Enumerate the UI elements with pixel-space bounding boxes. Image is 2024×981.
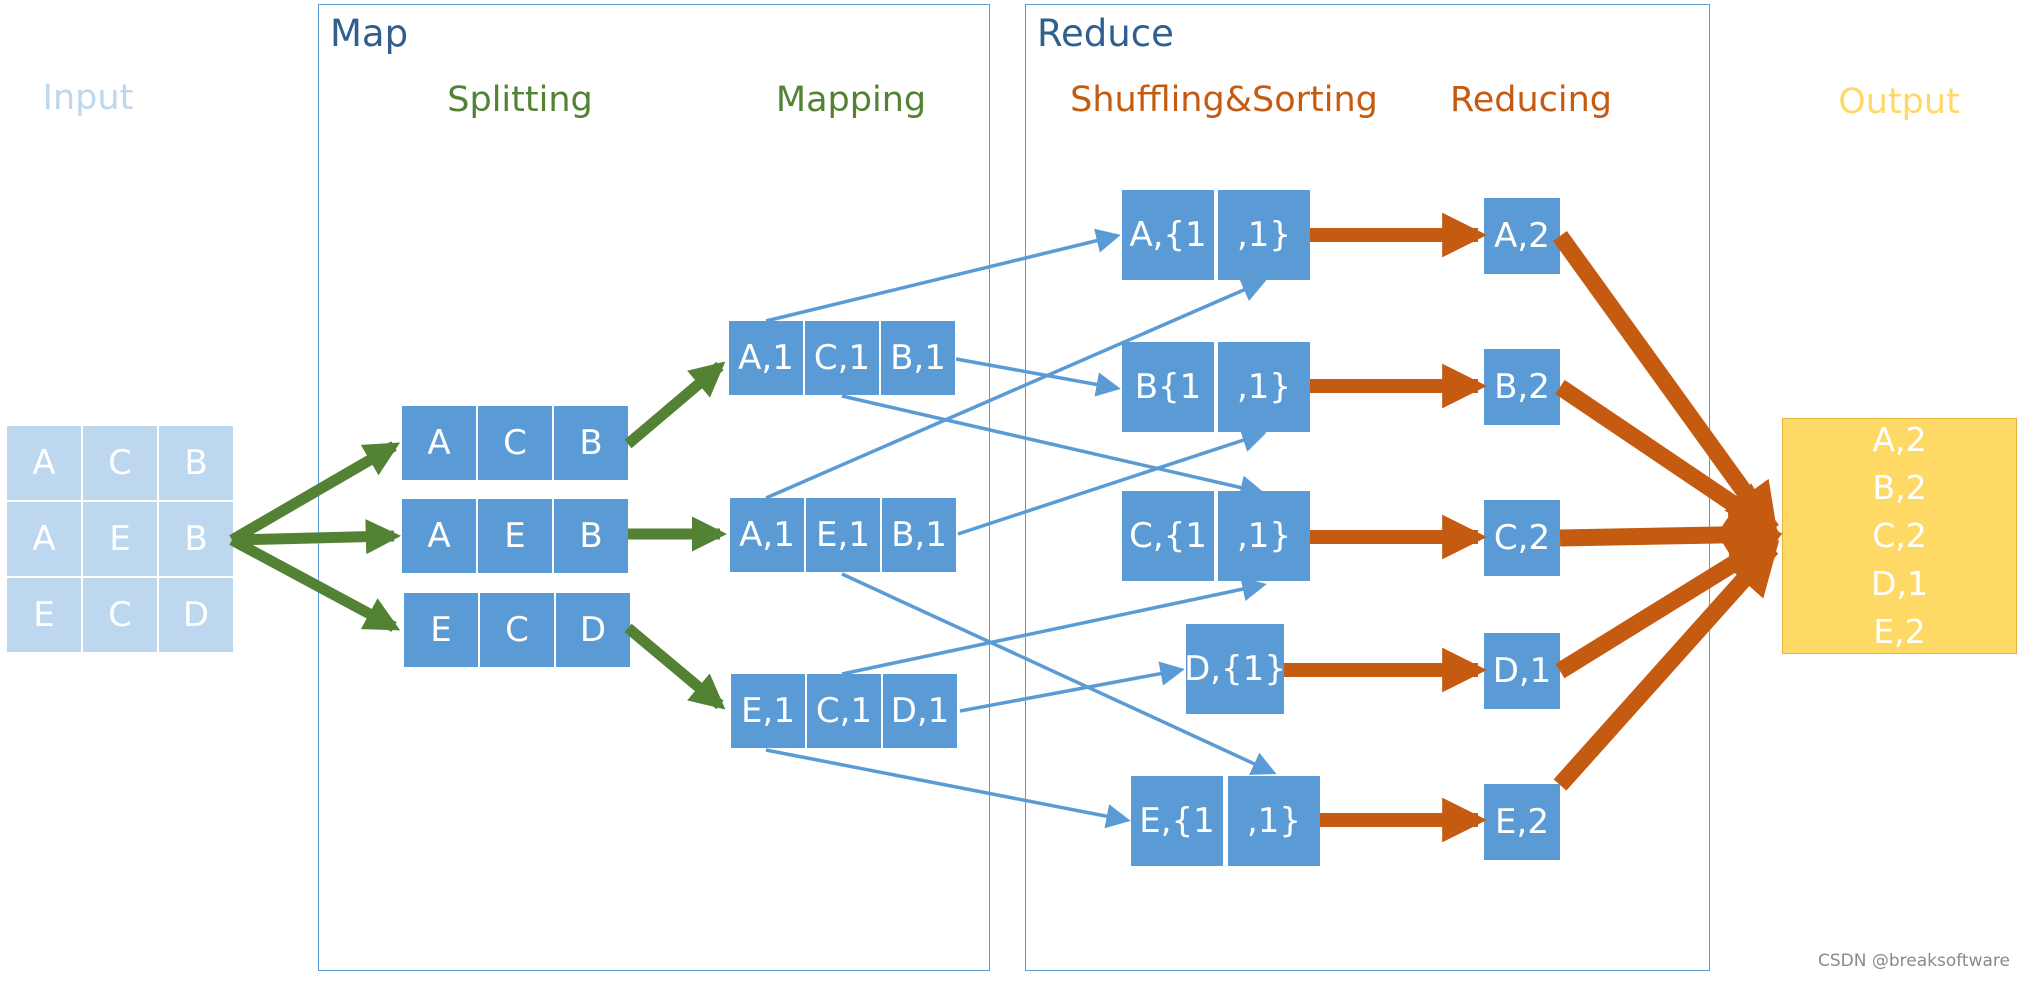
output-line: C,2 [1872, 516, 1927, 555]
shuffling-header: Shuffling&Sorting [1070, 80, 1378, 120]
input-cell: A [6, 501, 82, 577]
input-cell: D [158, 577, 234, 653]
output-arrow [1555, 532, 1782, 679]
shuffle-arrow [957, 428, 1267, 536]
shuffle-cell: ,1} [1218, 190, 1310, 280]
split-arrow [229, 441, 401, 545]
map-cell: C,1 [807, 674, 881, 748]
map-cell: E,1 [731, 674, 805, 748]
split-cell: D [556, 593, 630, 667]
output-box: A,2 B,2 C,2 D,1 E,2 [1782, 418, 2017, 654]
reducing-header: Reducing [1449, 80, 1613, 120]
shuffle-cell: A,{1 [1122, 190, 1214, 280]
split-cell: E [404, 593, 478, 667]
reduce-panel-title: Reduce [1037, 12, 1174, 55]
map-cell: C,1 [805, 321, 879, 395]
map-arrow [624, 361, 726, 449]
input-cell: E [6, 577, 82, 653]
splitting-header: Splitting [447, 80, 593, 120]
split-cell: C [478, 406, 552, 480]
split-arrow [231, 519, 402, 555]
output-line: D,1 [1871, 564, 1928, 603]
map-cell: B,1 [882, 498, 956, 572]
shuffle-arrow [765, 748, 1131, 829]
output-line: B,2 [1872, 468, 1927, 507]
shuffle-cell: D,{1} [1184, 624, 1286, 714]
output-line: E,2 [1873, 612, 1926, 651]
reduce-cell: A,2 [1484, 198, 1560, 274]
map-cell: E,1 [806, 498, 880, 572]
shuffle-arrow [765, 228, 1121, 323]
split-cell: C [480, 593, 554, 667]
map-cell: A,1 [729, 321, 803, 395]
output-arrow [1553, 231, 1779, 539]
input-cell: C [82, 577, 158, 653]
output-line: A,2 [1872, 420, 1927, 459]
split-cell: E [478, 499, 552, 573]
shuffle-cell: C,{1 [1122, 491, 1214, 581]
output-arrow [1553, 539, 1780, 791]
split-cell: B [554, 406, 628, 480]
input-cell: E [82, 501, 158, 577]
reduce-cell: D,1 [1484, 633, 1560, 709]
shuffle-arrow [841, 572, 1277, 775]
reduce-cell: C,2 [1484, 500, 1560, 576]
input-header: Input [42, 78, 134, 118]
shuffle-cell: E,{1 [1131, 776, 1223, 866]
map-cell: B,1 [881, 321, 955, 395]
input-cell: A [6, 425, 82, 501]
output-arrow [1555, 379, 1782, 538]
shuffle-cell: ,1} [1218, 491, 1310, 581]
input-cell: B [158, 425, 234, 501]
map-panel-title: Map [330, 12, 409, 55]
mapping-header: Mapping [775, 80, 927, 120]
map-cell: D,1 [883, 674, 957, 748]
input-cell: C [82, 425, 158, 501]
split-arrow [229, 535, 401, 632]
shuffle-cell: ,1} [1218, 342, 1310, 432]
map-cell: A,1 [730, 498, 804, 572]
reduce-cell: B,2 [1484, 349, 1560, 425]
shuffle-arrow [841, 577, 1267, 676]
shuffle-cell: ,1} [1228, 776, 1320, 866]
map-arrow [624, 623, 726, 710]
split-cell: A [402, 499, 476, 573]
output-arrow [1559, 507, 1783, 563]
shuffle-cell: B{1 [1122, 342, 1214, 432]
shuffle-arrow [765, 278, 1267, 500]
split-cell: A [402, 406, 476, 480]
shuffle-arrow [955, 357, 1121, 397]
split-cell: B [554, 499, 628, 573]
shuffle-arrow [841, 394, 1265, 500]
watermark: CSDN @breaksoftware [1817, 951, 2010, 971]
output-header: Output [1838, 82, 1960, 122]
reduce-cell: E,2 [1484, 784, 1560, 860]
shuffle-arrow [959, 661, 1185, 713]
